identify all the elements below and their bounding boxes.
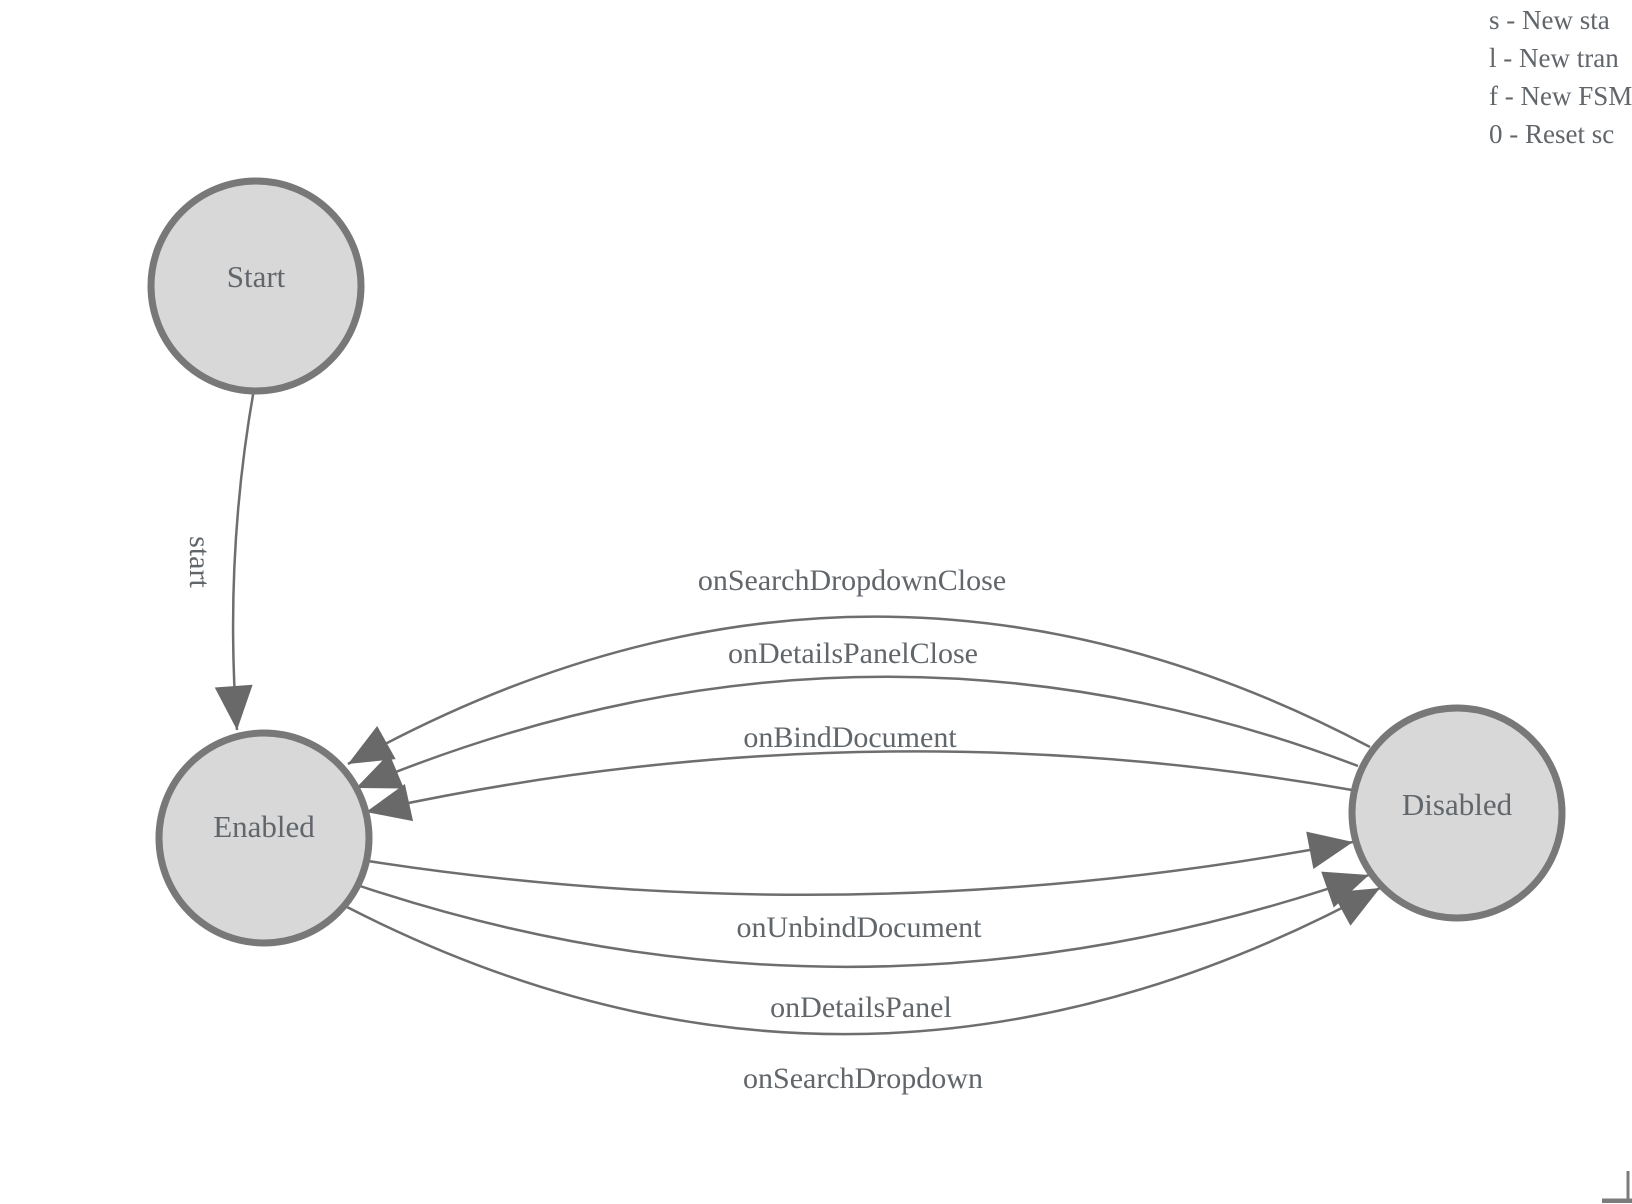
- shortcut-legend: s - New sta l - New tran f - New FSM 0 -…: [1489, 1, 1632, 153]
- transition-label-start: start: [183, 536, 216, 588]
- legend-line-reset-scale: 0 - Reset sc: [1489, 119, 1615, 149]
- transition-label-onsearchdropdown: onSearchDropdown: [743, 1062, 983, 1095]
- transition-edge-onunbinddocument[interactable]: [367, 831, 1354, 897]
- transition-label-ondetailspanelclose: onDetailsPanelClose: [728, 637, 978, 670]
- legend-line-new-state: s - New sta: [1489, 5, 1610, 35]
- transition-label-onunbinddocument: onUnbindDocument: [737, 911, 983, 944]
- transition-edge-ondetailspanelclose[interactable]: [355, 675, 1359, 790]
- state-circle-disabled[interactable]: [1348, 704, 1566, 922]
- state-circle-start[interactable]: [147, 177, 365, 395]
- transition-edge-onbinddocument[interactable]: [365, 750, 1353, 822]
- state-label-start: Start: [227, 259, 286, 294]
- state-circle-enabled[interactable]: [155, 729, 373, 947]
- transition-edge-onsearchdropdownclose[interactable]: [347, 615, 1371, 766]
- transition-edge-ondetailspanel[interactable]: [359, 871, 1370, 969]
- state-label-disabled: Disabled: [1402, 787, 1513, 822]
- legend-line-new-transition: l - New tran: [1489, 43, 1619, 73]
- transition-label-ondetailspanel: onDetailsPanel: [770, 991, 952, 1024]
- transition-label-onbinddocument: onBindDocument: [743, 721, 957, 754]
- canvas-resize-handle[interactable]: [1602, 1171, 1632, 1203]
- state-label-enabled: Enabled: [213, 809, 315, 844]
- transition-label-onsearchdropdownclose: onSearchDropdownClose: [698, 564, 1006, 597]
- legend-line-new-fsm: f - New FSM: [1489, 81, 1632, 111]
- transition-edge-onsearchdropdown[interactable]: [344, 886, 1381, 1036]
- transition-edge-start[interactable]: [214, 388, 256, 731]
